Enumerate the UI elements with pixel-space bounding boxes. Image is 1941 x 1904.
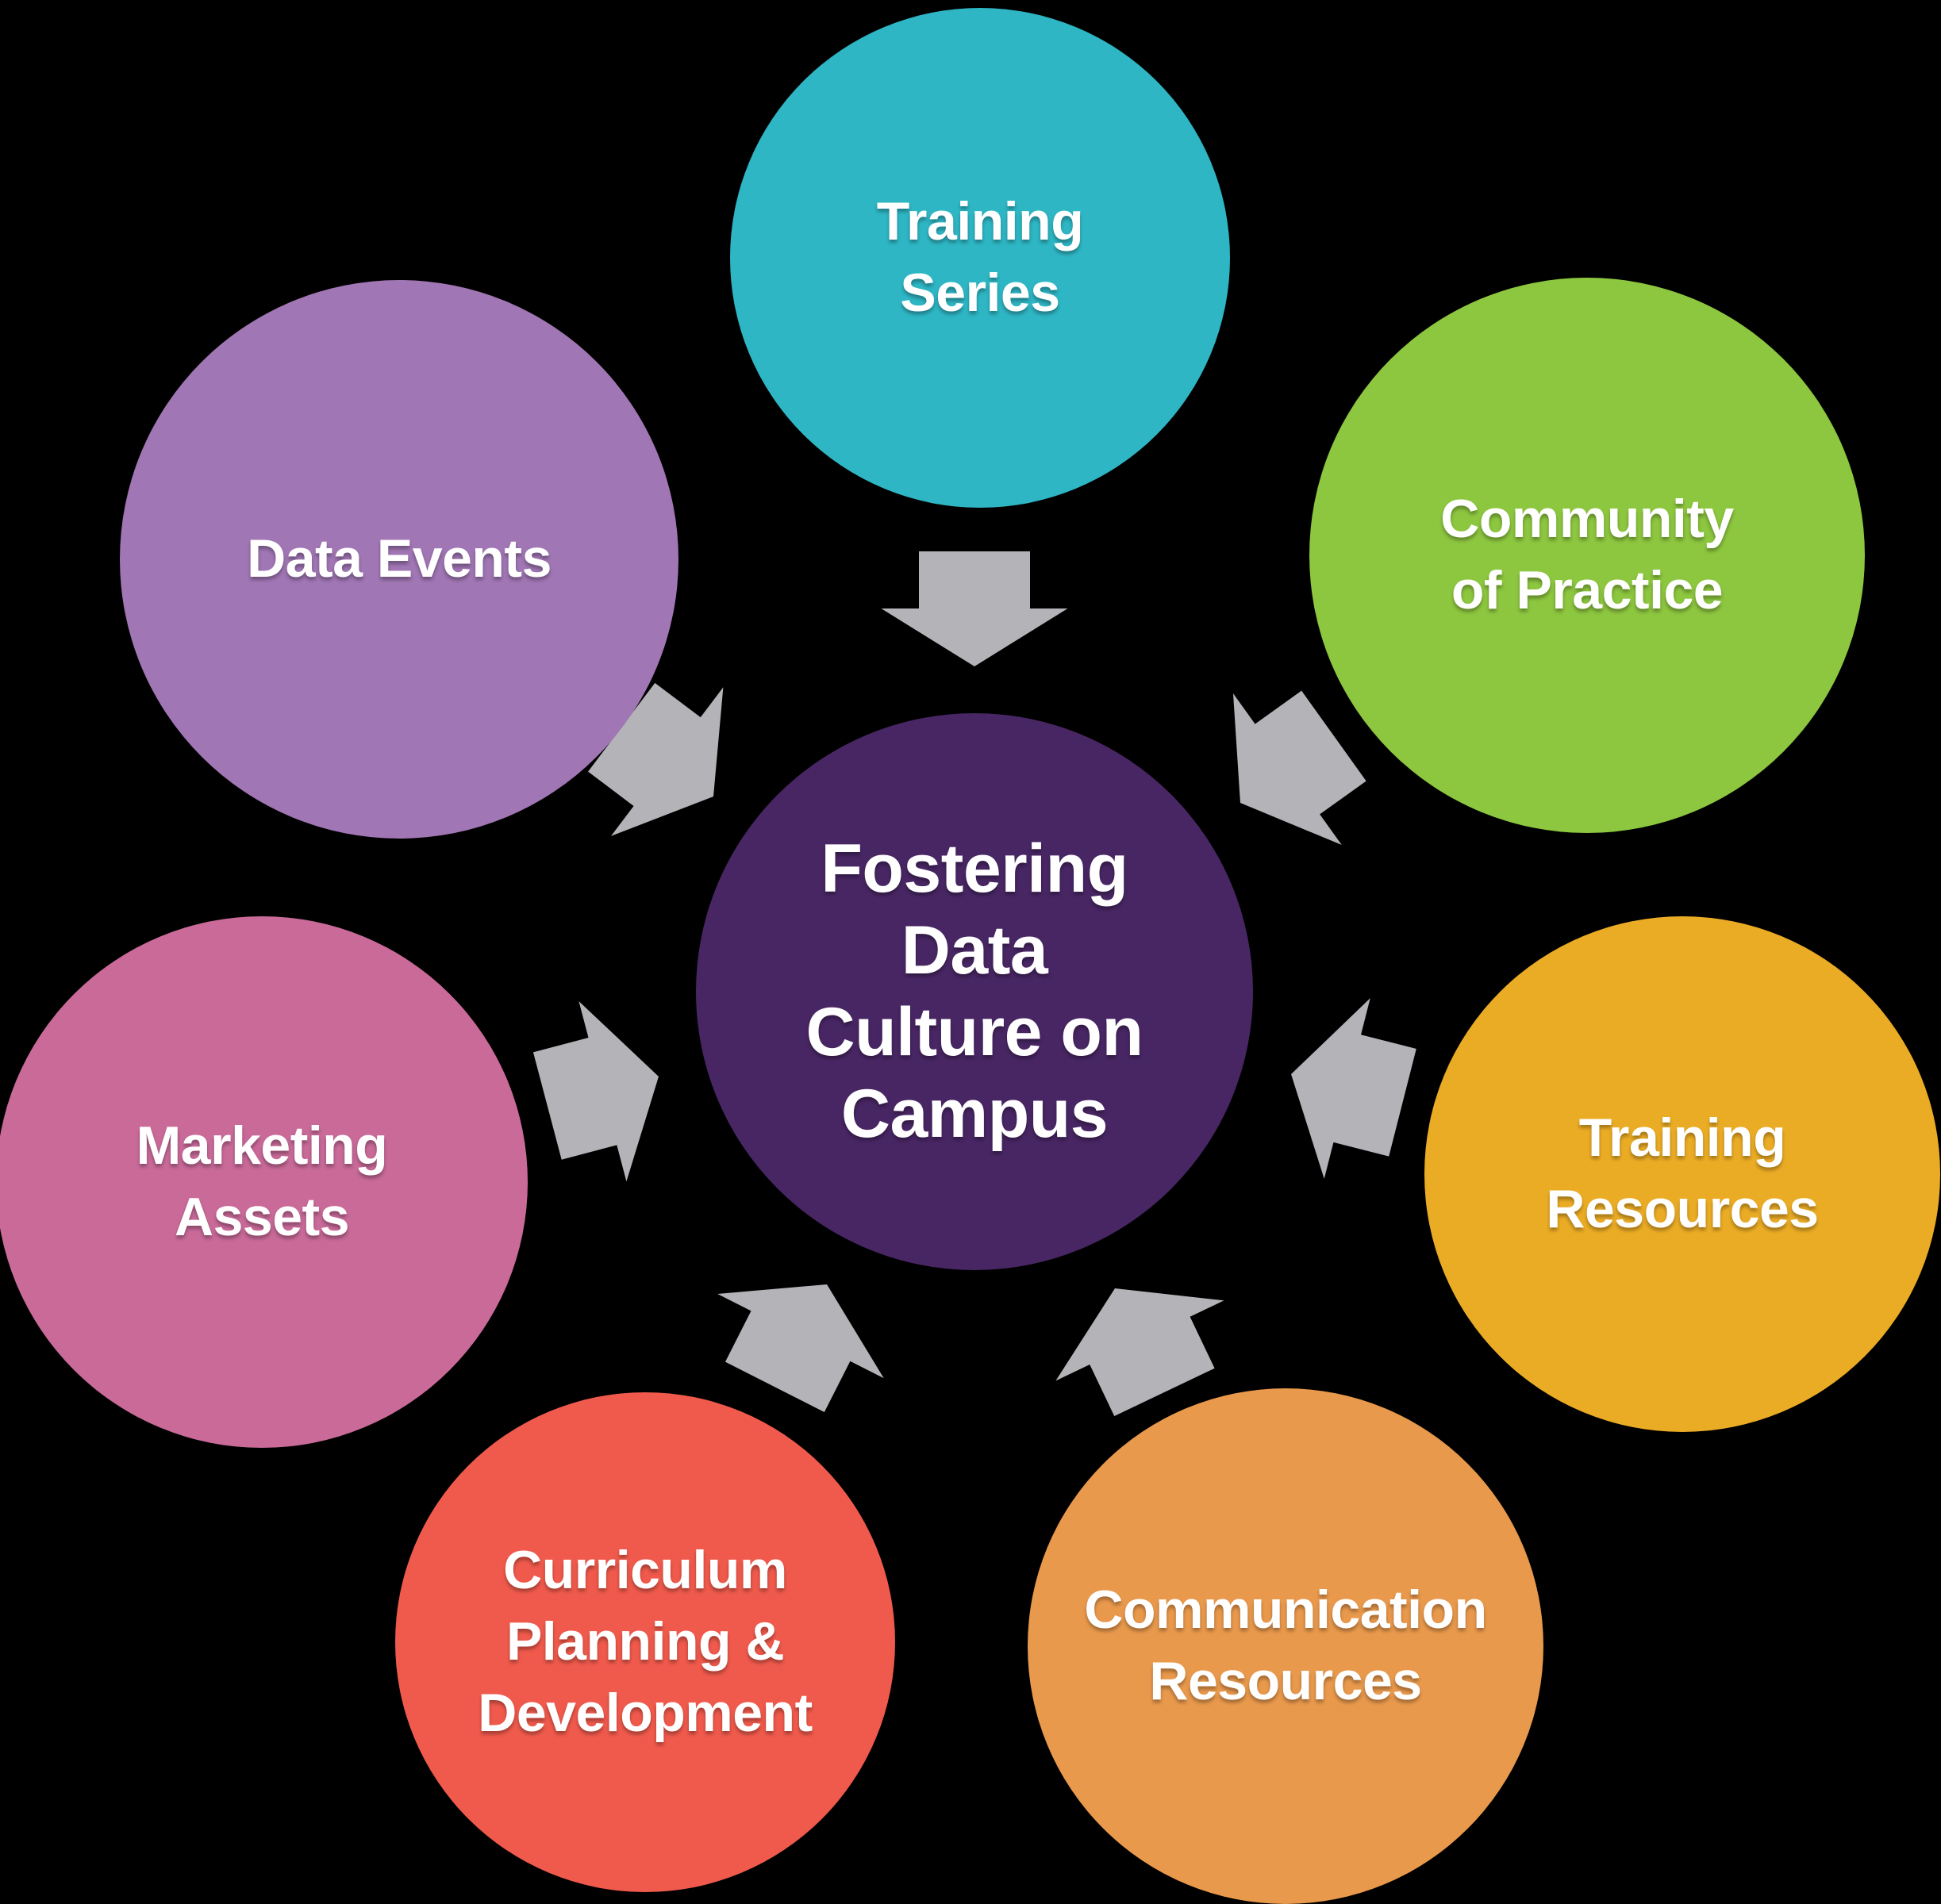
arrow-training-series-icon [881,551,1068,666]
center-circle-label: Fostering Data Culture on Campus [805,830,1143,1153]
circle-training-resources-label: Training Resources [1546,1107,1819,1239]
circle-training-series-label: Training Series [876,191,1084,323]
circle-curriculum-planning-development-label: Curriculum Planning & Development [478,1540,813,1743]
circle-marketing-assets-label: Marketing Assets [136,1115,388,1247]
circle-data-events: Data Events [120,280,678,839]
circle-data-events-label: Data Events [247,528,552,589]
circle-community-of-practice-label: Community of Practice [1440,489,1734,620]
circle-curriculum-planning-development: Curriculum Planning & Development [395,1392,895,1892]
circle-training-resources: Training Resources [1424,916,1940,1432]
arrow-marketing-assets-icon [523,986,683,1196]
circle-training-series: Training Series [730,8,1230,508]
circle-communication-resources-label: Communication Resources [1084,1580,1487,1711]
arrow-training-resources-icon [1267,984,1426,1193]
arrow-curriculum-planning-icon [691,1242,910,1430]
center-circle: Fostering Data Culture on Campus [696,713,1253,1270]
circle-marketing-assets: Marketing Assets [0,916,528,1448]
circle-community-of-practice: Community of Practice [1309,278,1865,833]
circle-communication-resources: Communication Resources [1028,1388,1543,1904]
